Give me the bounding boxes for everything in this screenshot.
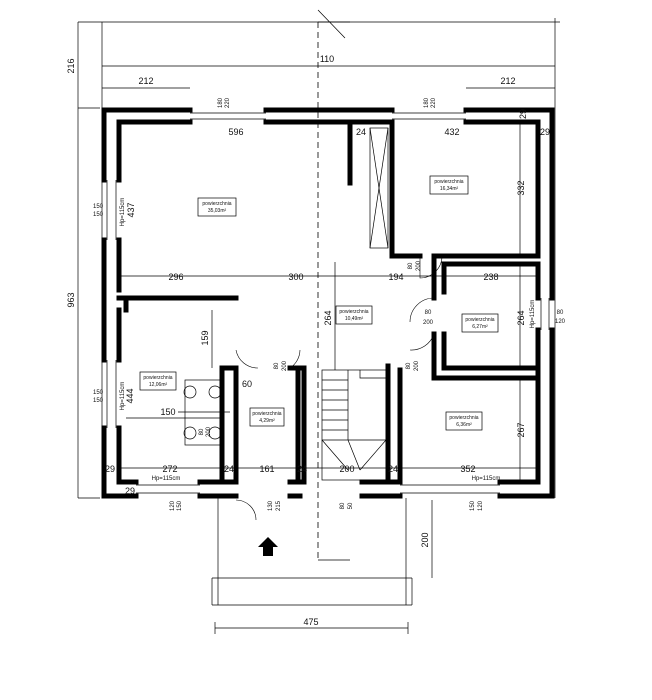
room-kitchen-label: powierzchnia [143, 375, 172, 381]
room-kitchen-area: 12,06m² [149, 382, 168, 388]
dim-bottom-161: 161 [259, 464, 274, 474]
dim-door-80a: 80 [408, 262, 414, 269]
window-note-left-lower: Hp=115cm [120, 382, 126, 411]
room-ne-area: 16,34m² [440, 186, 459, 192]
dim-window-150-l2: 150 [93, 212, 104, 218]
dim-room-ne-height: 332 [516, 180, 526, 195]
dim-kitchen-150: 150 [160, 407, 175, 417]
room-e-area: 6,27m² [472, 324, 488, 330]
dim-door-200c: 200 [414, 360, 420, 371]
dim-living-width: 596 [228, 127, 243, 137]
room-wc-label: powierzchnia [252, 411, 281, 417]
dim-entry-120: 120 [170, 500, 176, 511]
dim-window-180b: 180 [424, 97, 430, 108]
dim-bottom-200: 200 [339, 464, 354, 474]
dim-right-top: 212 [500, 76, 515, 86]
window-note-bottom-left: Hp=115cm [152, 476, 181, 482]
dim-entry-130: 130 [268, 500, 274, 511]
dim-door-200a: 200 [416, 260, 422, 271]
room-se: powierzchnia 6,36m² [445, 411, 483, 431]
dim-bottom-29b: 29 [125, 486, 135, 496]
dim-bottom-29-left: 29 [105, 464, 115, 474]
dim-top-margin: 216 [66, 58, 76, 73]
terrace [211, 498, 413, 606]
room-hall-label: powierzchnia [339, 309, 368, 315]
dim-wall-29-tr2: 29 [540, 127, 550, 137]
dim-corridor-194: 194 [388, 272, 403, 282]
dim-bottom-352: 352 [460, 464, 475, 474]
dim-door-200b: 200 [423, 320, 434, 326]
stairs [321, 127, 389, 481]
dim-bottom-50: 50 [348, 502, 354, 509]
dim-bottom-80: 80 [340, 502, 346, 509]
room-wc: powierzchnia 4,29m² [249, 407, 285, 427]
dim-door-80c: 80 [406, 362, 412, 369]
room-e-label: powierzchnia [465, 317, 494, 323]
dim-wc-door-200: 200 [282, 360, 288, 371]
dim-entry-215: 215 [276, 500, 282, 511]
room-e: powierzchnia 6,27m² [461, 313, 499, 333]
dim-stairs-door-80: 80 [199, 428, 205, 435]
dim-room-se-267: 267 [516, 422, 526, 437]
dim-window-150-l3: 150 [93, 390, 104, 396]
dim-small-60: 60 [242, 379, 252, 389]
dim-bottom-24c: 24 [388, 464, 398, 474]
dim-room-e-264: 264 [516, 310, 526, 325]
dim-living-296: 296 [168, 272, 183, 282]
dim-window-150-l4: 150 [93, 398, 104, 404]
dim-bottom-272: 272 [162, 464, 177, 474]
dim-terrace-200: 200 [420, 532, 430, 547]
dim-hall-264: 264 [323, 310, 333, 325]
dim-window-220b: 220 [431, 97, 437, 108]
dim-bottom-150: 150 [470, 500, 476, 511]
dim-stairs-door-200: 200 [206, 426, 212, 437]
room-hall: powierzchnia 10,49m² [335, 305, 373, 325]
dim-left-437: 437 [126, 202, 136, 217]
window-note-left-upper: Hp=115cm [120, 198, 126, 227]
room-wc-area: 4,29m² [259, 418, 275, 424]
dim-kitchen-159: 159 [200, 330, 210, 345]
dim-total-height: 963 [66, 292, 76, 307]
dim-bottom-24a: 24 [224, 464, 234, 474]
dim-window-180a: 180 [218, 97, 224, 108]
center-axis [317, 9, 350, 561]
dim-wc-door-80: 80 [274, 362, 280, 369]
dim-right-80: 80 [557, 310, 564, 316]
entrance-arrow-icon [258, 537, 278, 556]
dim-window-150-l1: 150 [93, 204, 104, 210]
dim-bottom-120: 120 [478, 500, 484, 511]
walls [101, 107, 555, 499]
dim-entry-150: 150 [177, 500, 183, 511]
room-living: powierzchnia 35,03m² [197, 197, 237, 217]
dim-room-nw-width: 432 [444, 127, 459, 137]
dim-room-e-238: 238 [483, 272, 498, 282]
dim-terrace-475: 475 [303, 617, 318, 627]
dim-right-120: 120 [555, 319, 566, 325]
room-living-label: powierzchnia [202, 201, 231, 207]
dim-left-444: 444 [125, 388, 135, 403]
room-se-label: powierzchnia [449, 415, 478, 421]
dim-center-span: 110 [320, 54, 334, 64]
room-hall-area: 10,49m² [345, 316, 364, 322]
dim-left-top: 212 [138, 76, 153, 86]
interior-dim-lines [119, 122, 538, 482]
room-ne: powierzchnia 16,34m² [429, 175, 469, 195]
doors [235, 255, 443, 521]
room-kitchen: powierzchnia 12,06m² [139, 371, 177, 391]
dim-door-80b: 80 [425, 310, 432, 316]
dining-set [178, 379, 230, 446]
window-note-right-mid: Hp=115cm [530, 300, 536, 329]
room-living-area: 35,03m² [208, 208, 227, 214]
dim-window-220a: 220 [225, 97, 231, 108]
dim-living-300: 300 [288, 272, 303, 282]
room-se-area: 6,36m² [456, 422, 472, 428]
window-note-bottom-right: Hp=115cm [472, 476, 501, 482]
room-ne-label: powierzchnia [434, 179, 463, 185]
dim-wall-24a: 24 [356, 127, 366, 137]
windows [106, 112, 550, 494]
dim-wall-29-tr: 29 [518, 109, 528, 119]
dim-bottom-24b: 24 [297, 464, 307, 474]
